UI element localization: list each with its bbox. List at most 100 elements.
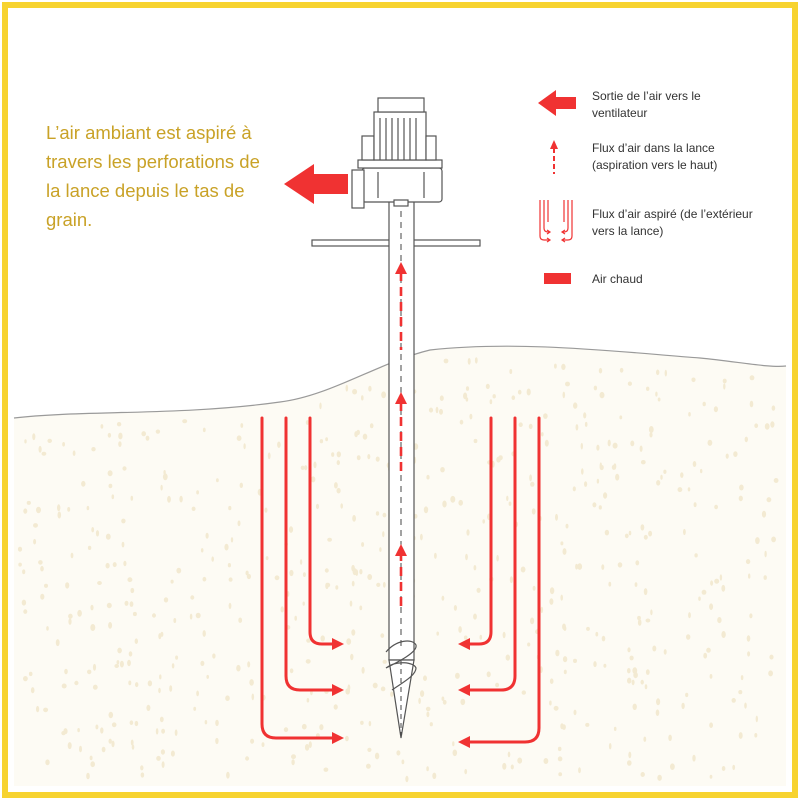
grain-dot: [557, 756, 563, 762]
grain-dot: [294, 615, 298, 621]
grain-dot: [176, 567, 182, 574]
grain-dot: [65, 582, 70, 589]
grain-dot: [521, 690, 526, 695]
grain-dot: [583, 412, 587, 419]
grain-dot: [656, 369, 660, 376]
grain-dot: [193, 706, 197, 711]
grain-dot: [660, 474, 663, 480]
grain-dot: [771, 405, 776, 411]
grain-dot: [320, 635, 325, 642]
grain-dot: [249, 679, 254, 686]
grain-dot: [132, 611, 137, 617]
grain-dot: [215, 719, 219, 727]
grain-dot: [134, 720, 139, 727]
grain-dot: [159, 716, 164, 723]
grain-dot: [749, 375, 755, 381]
grain-dot: [423, 506, 429, 514]
grain-dot: [182, 419, 188, 424]
grain-dot: [288, 526, 294, 533]
grain-dot: [280, 606, 284, 613]
grain-dot: [140, 765, 144, 771]
grain-dot: [645, 669, 650, 675]
grain-dot: [382, 512, 387, 518]
grain-dot: [349, 600, 353, 607]
grain-dot: [700, 468, 703, 474]
grain-dot: [156, 755, 161, 761]
grain-dot: [101, 746, 106, 753]
grain-dot: [557, 746, 562, 752]
grain-dot: [90, 624, 96, 631]
grain-dot: [45, 759, 50, 766]
grain-dot: [517, 757, 523, 764]
grain-dot: [553, 705, 559, 711]
grain-dot: [147, 680, 153, 687]
grain-dot: [325, 437, 328, 442]
grain-dot: [683, 528, 686, 536]
grain-dot: [764, 423, 770, 430]
grain-dot: [334, 482, 338, 489]
grain-dot: [380, 633, 385, 638]
grain-dot: [22, 569, 26, 575]
grain-dot: [754, 423, 759, 429]
grain-dot: [709, 603, 714, 610]
grain-dot: [634, 582, 638, 587]
grain-dot: [36, 705, 40, 713]
grain-dot: [644, 684, 648, 690]
grain-dot: [362, 433, 368, 440]
grain-dot: [450, 495, 456, 503]
grain-dot: [595, 631, 599, 637]
grain-dot: [738, 690, 743, 695]
grain-dot: [770, 421, 775, 428]
grain-dot: [615, 473, 620, 481]
grain-dot: [619, 415, 623, 420]
grain-dot: [413, 513, 418, 519]
grain-dot: [639, 445, 643, 452]
grain-dot: [554, 363, 557, 369]
grain-dot: [127, 577, 133, 583]
grain-dot: [463, 392, 468, 400]
grain-dot: [631, 679, 635, 686]
grain-dot: [70, 552, 74, 559]
grain-dot: [95, 724, 99, 730]
grain-dot: [212, 653, 216, 659]
grain-dot: [91, 527, 95, 533]
grain-dot: [179, 495, 183, 503]
grain-dot: [239, 482, 243, 488]
grain-dot: [162, 473, 168, 481]
grain-dot: [624, 533, 629, 539]
grain-dot: [361, 542, 365, 547]
grain-dot: [744, 702, 747, 709]
grain-dot: [315, 503, 320, 510]
grain-dot: [345, 735, 349, 742]
grain-dot: [453, 605, 457, 611]
grain-dot: [77, 609, 82, 617]
grain-dot: [476, 587, 481, 593]
grain-dot: [175, 655, 179, 660]
grain-dot: [140, 772, 145, 778]
auger-spiral: [385, 640, 417, 691]
grain-dot: [693, 502, 697, 508]
grain-dot: [549, 678, 554, 684]
grain-dot: [464, 768, 468, 775]
grain-dot: [584, 481, 588, 487]
grain-dot: [361, 666, 365, 674]
grain-dot: [598, 505, 602, 510]
grain-dot: [596, 444, 600, 451]
grain-dot: [336, 460, 340, 466]
grain-dot: [107, 470, 113, 477]
grain-dot: [122, 466, 127, 471]
grain-dot: [627, 677, 632, 684]
grain-dot: [596, 478, 600, 484]
grain-dot: [86, 772, 90, 780]
grain-dot: [640, 460, 646, 465]
grain-dot: [128, 651, 133, 657]
grain-dot: [382, 581, 386, 588]
grain-dot: [116, 422, 122, 427]
grain-dot: [134, 638, 138, 644]
grain-dot: [702, 401, 706, 407]
grain-dot: [145, 435, 150, 441]
grain-dot: [173, 618, 177, 623]
grain-dot: [368, 385, 372, 392]
grain-dot: [604, 529, 610, 536]
